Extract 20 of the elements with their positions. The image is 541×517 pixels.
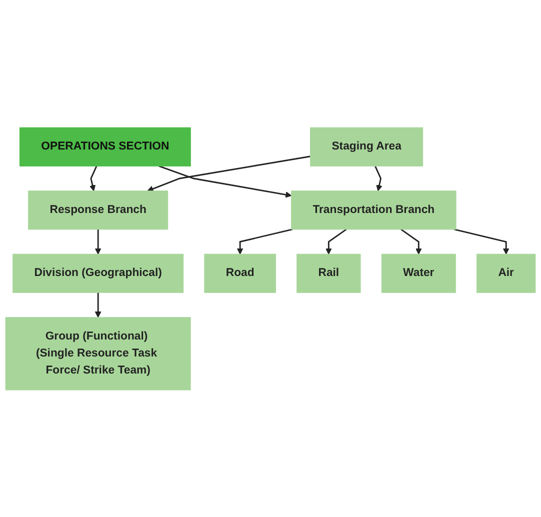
arrow [374,165,382,191]
node-box: Rail [296,254,361,293]
arrow [158,165,292,198]
node-box: Road [204,254,276,293]
arrow [94,229,102,254]
node-box: Staging Area [310,127,424,166]
arrow [326,228,347,254]
arrow [236,228,293,254]
arrow [94,292,102,318]
node-box: Air [476,254,536,293]
node-box: Transportation Branch [291,190,456,230]
arrow [400,228,422,254]
arrow [147,155,310,192]
node-box: OPERATIONS SECTION [20,127,191,166]
node-box: Group (Functional) (Single Resource Task Force/ Strike Team) [5,316,191,390]
node-box: Division (Geographical) [12,254,184,293]
node-box: Response Branch [28,190,168,230]
node-box: Water [381,254,456,293]
arrow [89,165,98,191]
arrow [454,228,510,254]
